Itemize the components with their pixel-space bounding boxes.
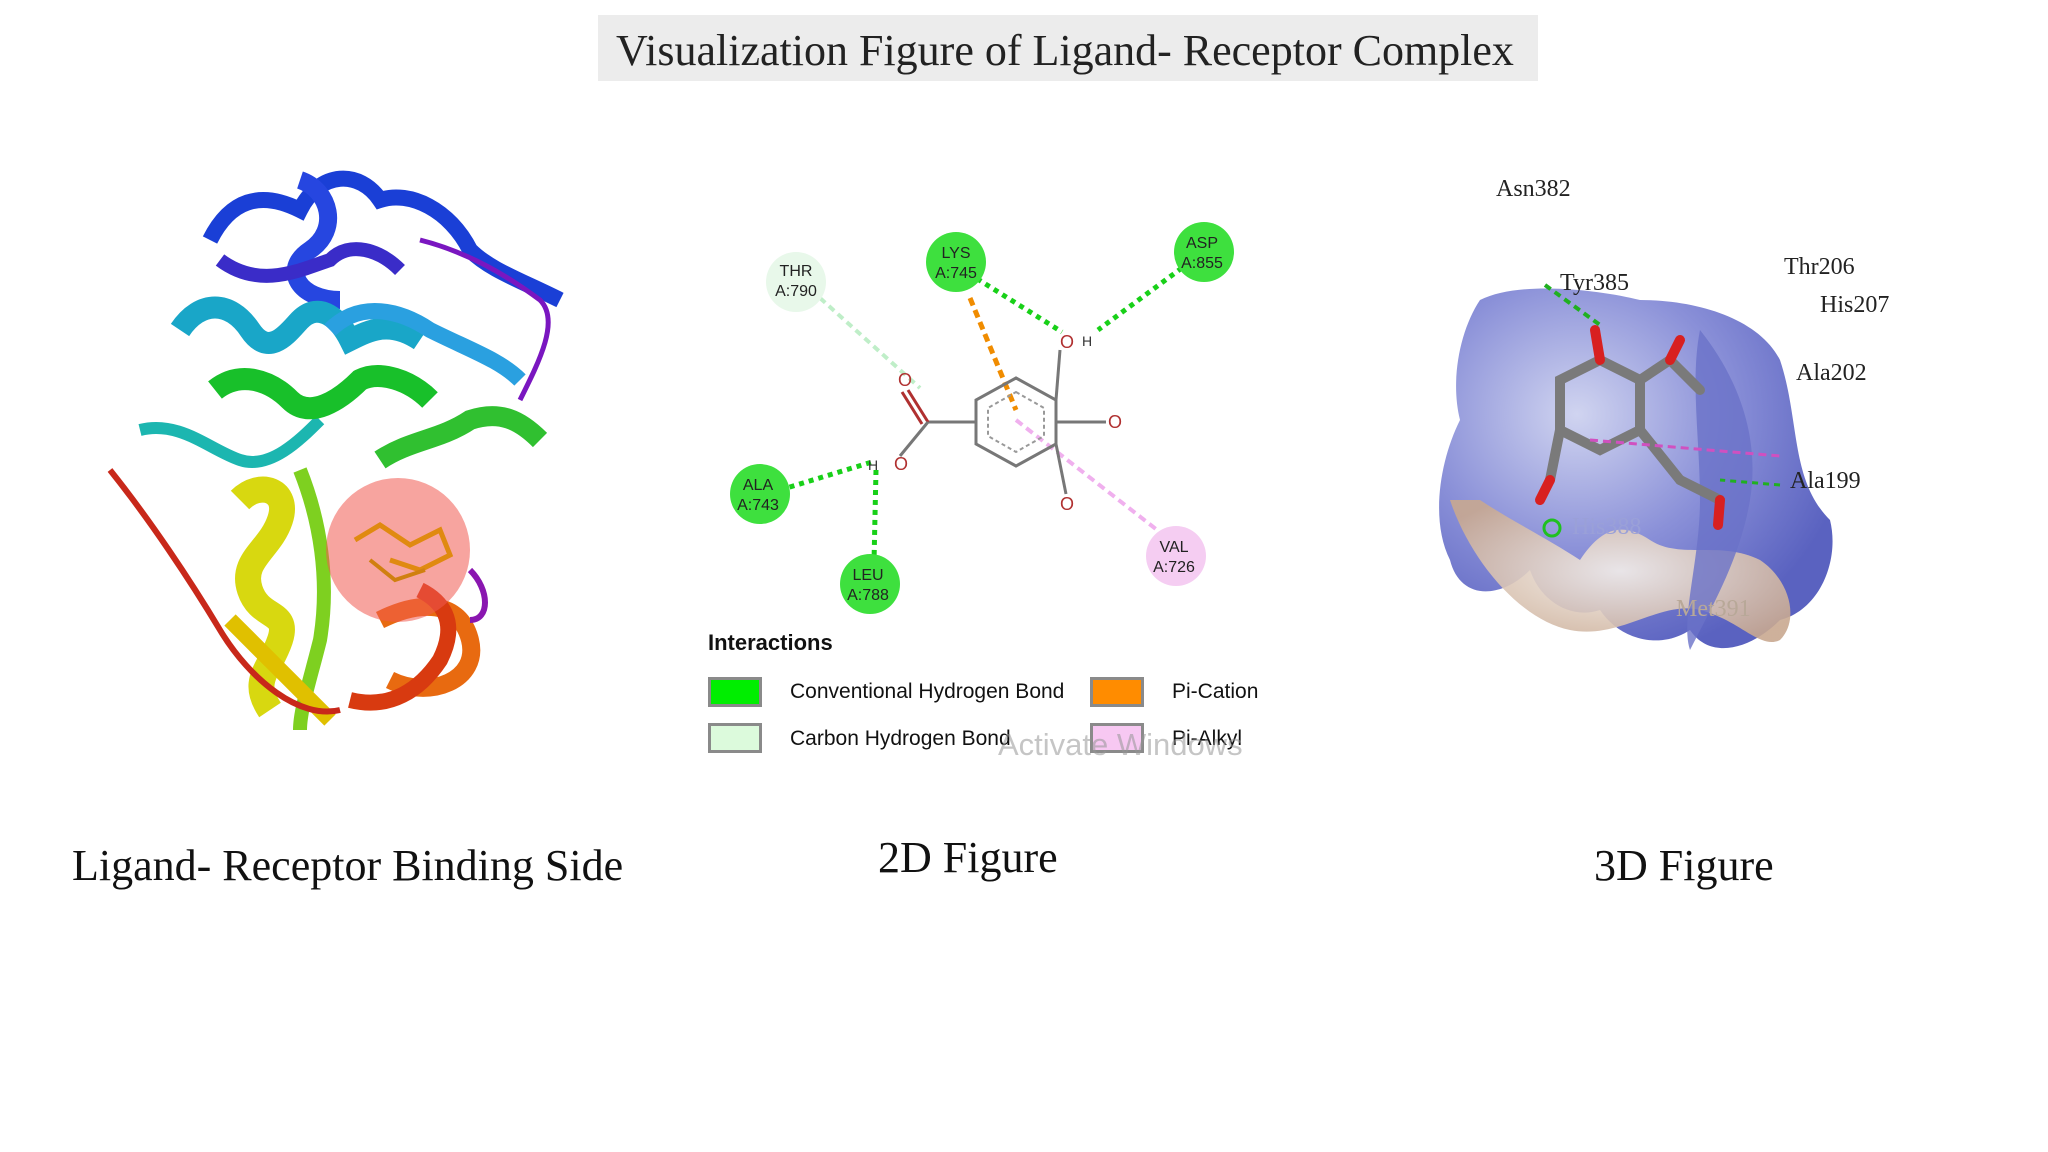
legend-label-conventional-h-bond: Conventional Hydrogen Bond xyxy=(790,680,1065,703)
svg-text:O: O xyxy=(1060,332,1074,352)
page-title: Visualization Figure of Ligand- Receptor… xyxy=(616,26,1514,75)
residue-label-thr206: Thr206 xyxy=(1784,254,1855,280)
svg-text:A:745: A:745 xyxy=(935,265,977,282)
legend-title: Interactions xyxy=(708,630,833,655)
caption-binding-site: Ligand- Receptor Binding Side xyxy=(72,841,624,890)
legend-swatch-pi-alkyl xyxy=(1090,723,1144,753)
legend-swatch-pi-cation xyxy=(1090,677,1144,707)
caption-2d-figure: 2D Figure xyxy=(878,833,1058,882)
residue-asp-855: ASP A:855 xyxy=(1174,222,1234,282)
svg-text:A:855: A:855 xyxy=(1181,255,1223,272)
residue-label-his388: His388 xyxy=(1572,514,1642,540)
svg-text:O: O xyxy=(1060,494,1074,514)
legend-label-carbon-h-bond: Carbon Hydrogen Bond xyxy=(790,727,1011,750)
residue-lys-745: LYS A:745 xyxy=(926,232,986,292)
legend-swatch-conventional-h-bond xyxy=(708,677,762,707)
legend-swatch-carbon-h-bond xyxy=(708,723,762,753)
residue-label-ala202: Ala202 xyxy=(1796,360,1867,386)
svg-text:A:726: A:726 xyxy=(1153,559,1195,576)
svg-text:THR: THR xyxy=(780,263,813,280)
residue-leu-788: LEU A:788 xyxy=(840,554,900,614)
residue-label-met391: Met391 xyxy=(1676,596,1751,622)
residue-ala-743: ALA A:743 xyxy=(730,464,790,524)
svg-text:LEU: LEU xyxy=(852,567,883,584)
svg-text:O: O xyxy=(894,454,908,474)
residue-label-tyr385: Tyr385 xyxy=(1560,270,1629,296)
svg-text:O: O xyxy=(1108,412,1122,432)
svg-text:VAL: VAL xyxy=(1159,539,1188,556)
residue-label-asn382: Asn382 xyxy=(1496,176,1571,202)
svg-text:A:743: A:743 xyxy=(737,497,779,514)
svg-text:LYS: LYS xyxy=(941,245,970,262)
svg-text:H: H xyxy=(1082,333,1092,349)
svg-text:ASP: ASP xyxy=(1186,235,1218,252)
title-box: Visualization Figure of Ligand- Receptor… xyxy=(598,15,1538,81)
svg-text:O: O xyxy=(898,370,912,390)
residue-val-726: VAL A:726 xyxy=(1146,526,1206,586)
residue-thr-790: THR A:790 xyxy=(766,252,826,312)
legend-label-pi-cation: Pi-Cation xyxy=(1172,680,1259,703)
svg-text:A:790: A:790 xyxy=(775,283,817,300)
residue-label-his207: His207 xyxy=(1820,292,1890,318)
residue-label-ala199: Ala199 xyxy=(1790,468,1861,494)
legend-label-pi-alkyl: Pi-Alkyl xyxy=(1172,727,1243,750)
svg-text:ALA: ALA xyxy=(743,477,774,494)
caption-3d-figure: 3D Figure xyxy=(1594,841,1774,890)
watermark-text: Activate Windows xyxy=(998,727,1243,762)
svg-text:A:788: A:788 xyxy=(847,587,889,604)
svg-text:H: H xyxy=(868,457,878,473)
